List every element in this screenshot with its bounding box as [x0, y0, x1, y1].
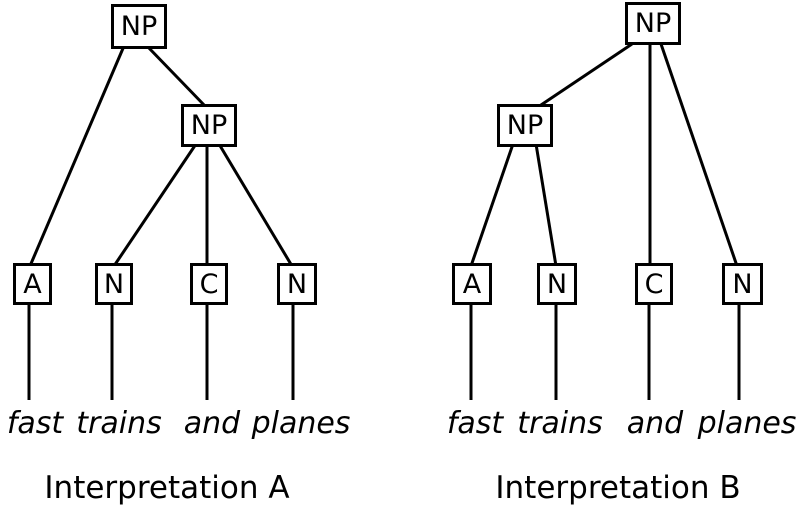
tree-b-caption: Interpretation B: [495, 470, 741, 506]
tree-a-word-planes: planes: [251, 406, 351, 441]
tree-b-sub-np-node: NP: [497, 104, 553, 147]
tree-b-word-fast: fast: [446, 406, 504, 441]
tree-a-caption: Interpretation A: [44, 470, 290, 506]
tree-a-word-trains: trains: [76, 406, 162, 441]
edge-b-root-to-n2: [659, 43, 739, 267]
tree-a-leaf-n2-node: N: [277, 263, 317, 305]
tree-a-word-and: and: [183, 406, 241, 441]
tree-a-leaf-a-node: A: [13, 263, 52, 305]
tree-b-leaf-n1-node: N: [537, 263, 577, 305]
tree-a-leaf-n1-node: N: [95, 263, 133, 305]
tree-b-leaf-n2-node: N: [722, 263, 763, 305]
edge-a-root-to-subnp: [145, 44, 208, 109]
tree-a-leaf-c-node: C: [190, 263, 228, 305]
edge-b-subnp-to-a: [469, 143, 515, 267]
tree-b-root-np-node: NP: [625, 2, 681, 45]
edge-b-subnp-to-n1: [534, 143, 558, 267]
edge-b-root-to-subnp: [537, 42, 633, 109]
tree-b-word-and: and: [626, 406, 684, 441]
edge-a-subnp-to-n2: [217, 143, 294, 267]
edge-a-subnp-to-n1: [112, 143, 198, 267]
tree-a-word-fast: fast: [6, 406, 64, 441]
tree-b-leaf-c-node: C: [635, 263, 673, 305]
tree-b-word-trains: trains: [517, 406, 603, 441]
edge-a-root-to-a: [28, 45, 126, 267]
tree-a-sub-np-node: NP: [181, 104, 237, 147]
tree-b-word-planes: planes: [697, 406, 797, 441]
tree-a-root-np-node: NP: [111, 4, 167, 49]
tree-b-leaf-a-node: A: [452, 263, 492, 305]
